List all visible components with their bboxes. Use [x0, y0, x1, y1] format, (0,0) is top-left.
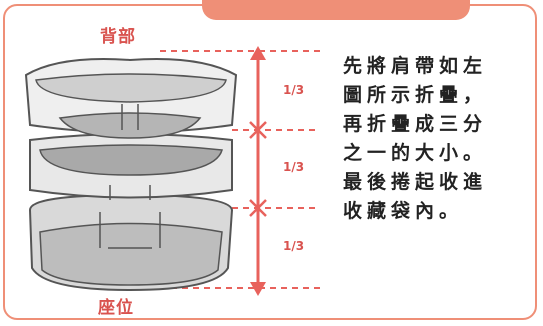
fraction-label-top: 1/3 [283, 83, 304, 97]
guide-lines [160, 50, 320, 289]
back-label: 背部 [100, 27, 136, 47]
fraction-label-bottom: 1/3 [283, 239, 304, 253]
instruction-text: 先將肩帶如左 圖所示折疊， 再折疊成三分 之一的大小。 最後捲起收進 收藏袋內。 [343, 55, 488, 222]
header-tab [202, 0, 470, 20]
carrier-illustration [24, 58, 238, 292]
measure-arrow [249, 46, 267, 296]
seat-label: 座位 [98, 298, 134, 318]
fraction-label-middle: 1/3 [283, 160, 304, 174]
